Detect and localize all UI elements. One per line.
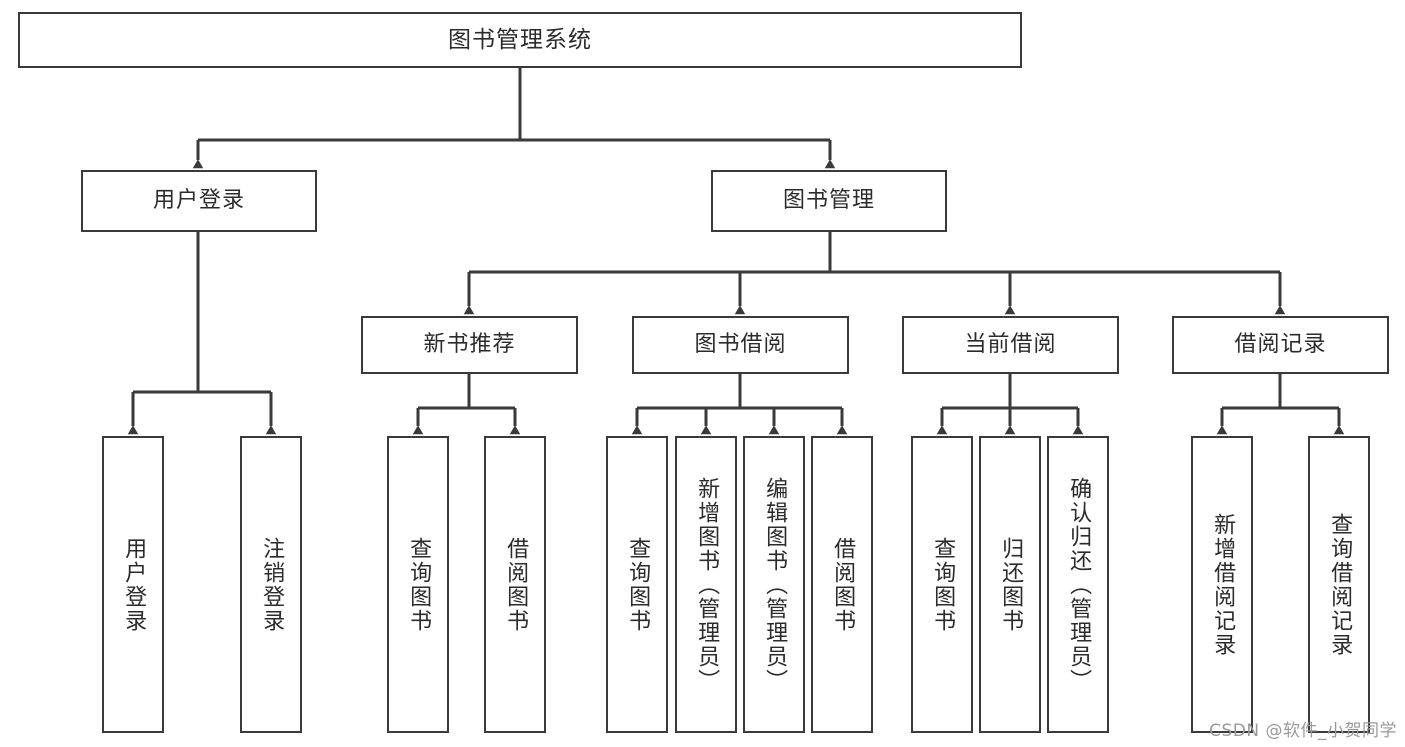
leaf-borrow-book-recommend[interactable]: 借阅图书: [484, 436, 546, 733]
leaf-add-book-admin-label: 新增图书（管理员）: [694, 476, 720, 693]
leaf-query-borrow-record-label: 查询借阅记录: [1327, 512, 1353, 657]
leaf-logout[interactable]: 注销登录: [240, 436, 302, 733]
node-new-book-recommend-label: 新书推荐: [423, 332, 516, 358]
leaf-confirm-return-admin-label: 确认归还（管理员）: [1066, 476, 1092, 693]
node-root-label: 图书管理系统: [448, 26, 592, 53]
leaf-edit-book-admin[interactable]: 编辑图书（管理员）: [743, 436, 805, 733]
leaf-borrow-book-label: 借阅图书: [830, 536, 856, 633]
leaf-user-login[interactable]: 用户登录: [102, 436, 164, 733]
leaf-query-book-current[interactable]: 查询图书: [911, 436, 973, 733]
node-book-borrow[interactable]: 图书借阅: [632, 316, 849, 374]
leaf-return-book[interactable]: 归还图书: [979, 436, 1041, 733]
node-borrow-record[interactable]: 借阅记录: [1172, 316, 1389, 374]
watermark: CSDN @软件_小贺同学: [1209, 721, 1397, 741]
node-borrow-record-label: 借阅记录: [1234, 332, 1327, 358]
leaf-query-book-borrow[interactable]: 查询图书: [606, 436, 668, 733]
leaf-edit-book-admin-label: 编辑图书（管理员）: [762, 476, 788, 693]
leaf-add-book-admin[interactable]: 新增图书（管理员）: [675, 436, 737, 733]
leaf-borrow-book-recommend-label: 借阅图书: [503, 536, 529, 633]
leaf-user-login-label: 用户登录: [121, 536, 147, 633]
node-user-login-label: 用户登录: [152, 188, 245, 214]
node-current-borrow[interactable]: 当前借阅: [902, 316, 1119, 374]
leaf-borrow-book[interactable]: 借阅图书: [811, 436, 873, 733]
leaf-add-borrow-record[interactable]: 新增借阅记录: [1191, 436, 1253, 733]
node-book-borrow-label: 图书借阅: [694, 332, 787, 358]
leaf-query-book-recommend-label: 查询图书: [406, 536, 432, 633]
node-book-management[interactable]: 图书管理: [711, 170, 947, 232]
node-current-borrow-label: 当前借阅: [964, 332, 1057, 358]
leaf-query-book-borrow-label: 查询图书: [625, 536, 651, 633]
node-root[interactable]: 图书管理系统: [18, 12, 1022, 68]
leaf-confirm-return-admin[interactable]: 确认归还（管理员）: [1047, 436, 1109, 733]
node-new-book-recommend[interactable]: 新书推荐: [361, 316, 578, 374]
leaf-return-book-label: 归还图书: [998, 536, 1024, 633]
node-user-login[interactable]: 用户登录: [81, 170, 317, 232]
leaf-query-book-recommend[interactable]: 查询图书: [387, 436, 449, 733]
leaf-query-book-current-label: 查询图书: [930, 536, 956, 633]
leaf-logout-label: 注销登录: [259, 536, 285, 633]
node-book-management-label: 图书管理: [782, 188, 875, 214]
leaf-add-borrow-record-label: 新增借阅记录: [1210, 512, 1236, 657]
leaf-query-borrow-record[interactable]: 查询借阅记录: [1308, 436, 1370, 733]
